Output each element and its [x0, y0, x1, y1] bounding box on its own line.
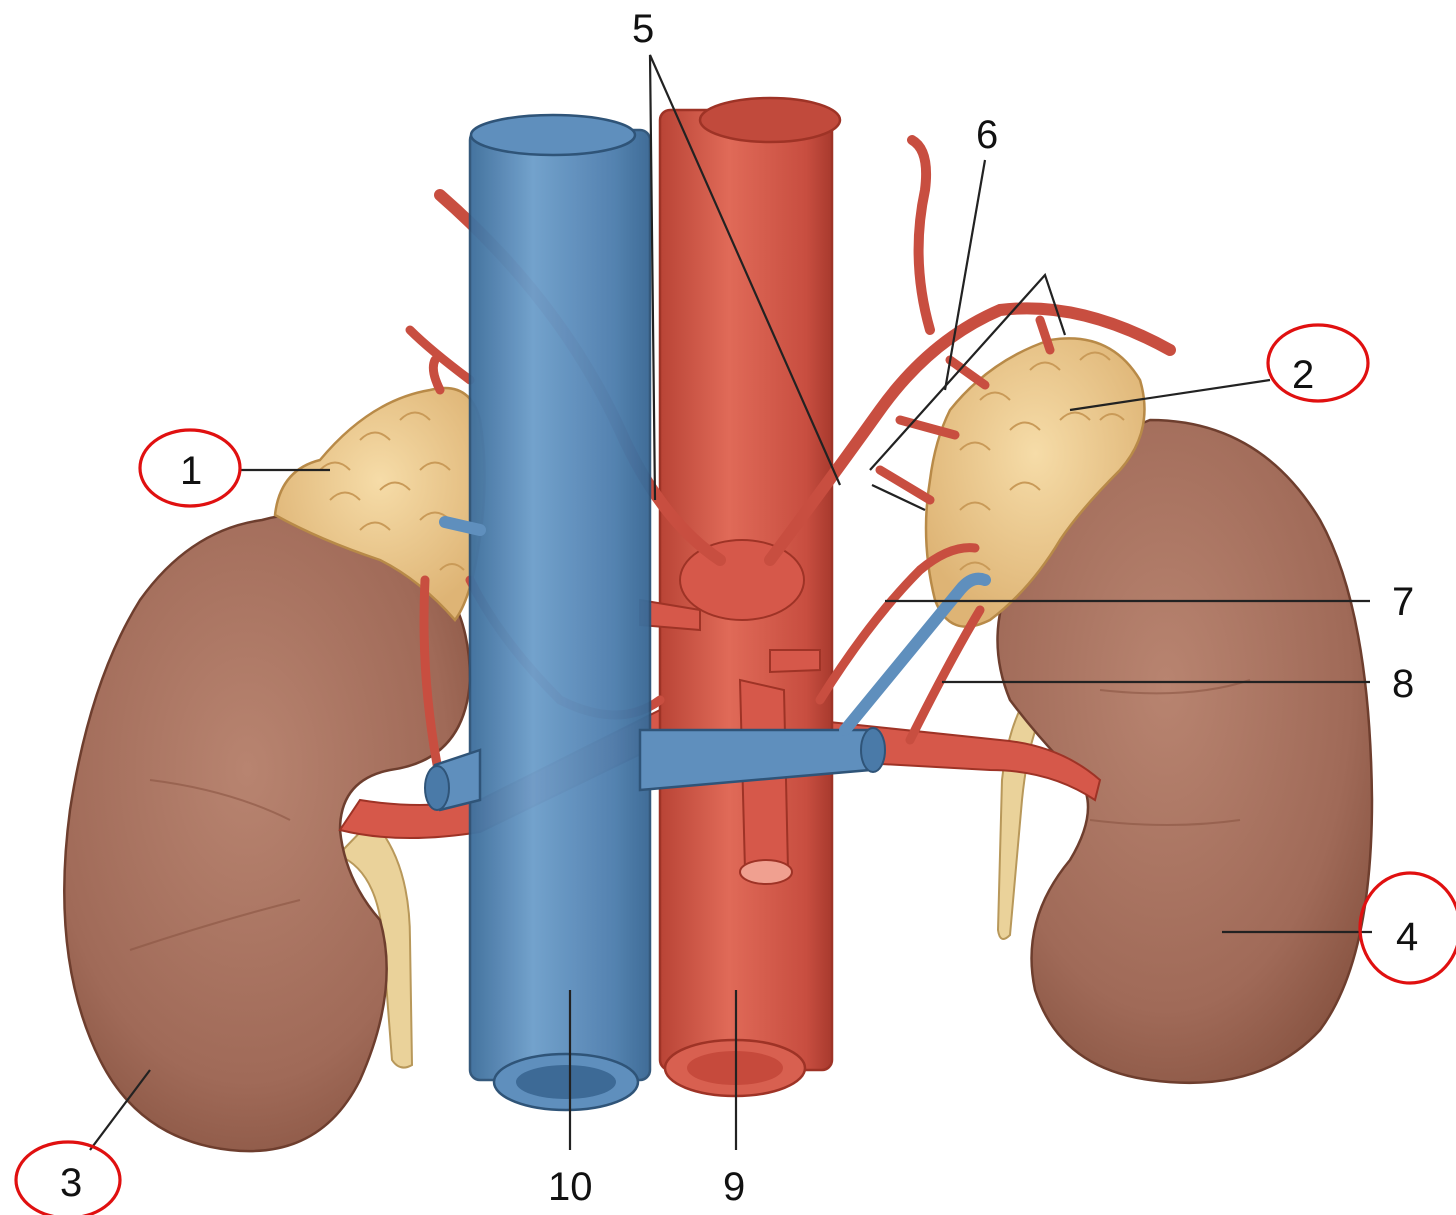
label-10: 10: [548, 1165, 593, 1209]
ivc-top-opening: [471, 115, 635, 155]
ivc-lumen: [516, 1065, 616, 1099]
label-9: 9: [723, 1165, 745, 1209]
label-8: 8: [1392, 662, 1414, 706]
circle-label-2: [1268, 325, 1368, 401]
label-3: 3: [60, 1161, 82, 1205]
label-1: 1: [180, 449, 202, 493]
label-2: 2: [1292, 353, 1314, 397]
left-phrenic-upper-branch: [912, 140, 930, 330]
hepatic-branch: [770, 650, 820, 672]
inferior-vena-cava: [470, 130, 650, 1080]
label-5: 5: [632, 7, 654, 51]
left-renal-vein-end: [861, 728, 885, 772]
label-6: 6: [976, 113, 998, 157]
celiac-trunk: [680, 540, 804, 620]
sma-opening: [740, 860, 792, 884]
right-superior-suprarenal-arteries: [410, 330, 470, 390]
aorta-top-opening: [700, 98, 840, 142]
label-4: 4: [1396, 915, 1418, 959]
right-suprarenal-vein: [445, 522, 480, 530]
label-7: 7: [1392, 580, 1414, 624]
right-renal-vein-end: [425, 766, 449, 810]
